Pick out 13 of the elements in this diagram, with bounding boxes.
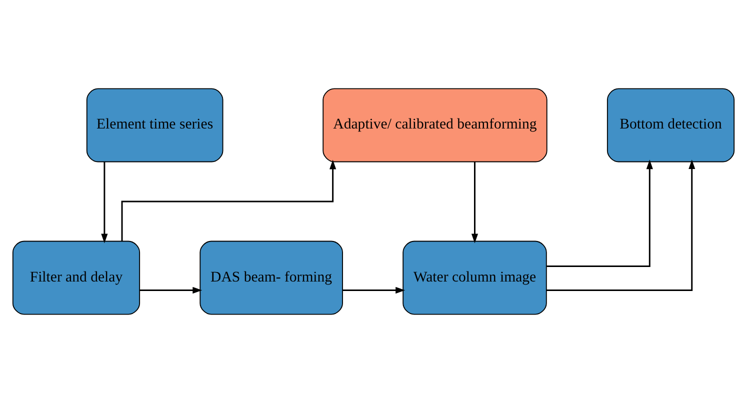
node-box: Bottom detection (606, 88, 735, 162)
arrow (471, 162, 478, 244)
node-box: Filter and delay (12, 240, 140, 315)
arrow (342, 286, 406, 294)
arrow (546, 160, 696, 291)
node-box: DAS beam- forming (200, 240, 343, 315)
node-box: Adaptive/ calibrated beamforming (322, 88, 548, 162)
node-box: Element time series (86, 88, 224, 162)
arrow (121, 160, 336, 241)
arrow (101, 162, 108, 244)
node-box: Water column image (402, 240, 547, 315)
arrow (140, 286, 202, 294)
arrow (546, 160, 653, 267)
